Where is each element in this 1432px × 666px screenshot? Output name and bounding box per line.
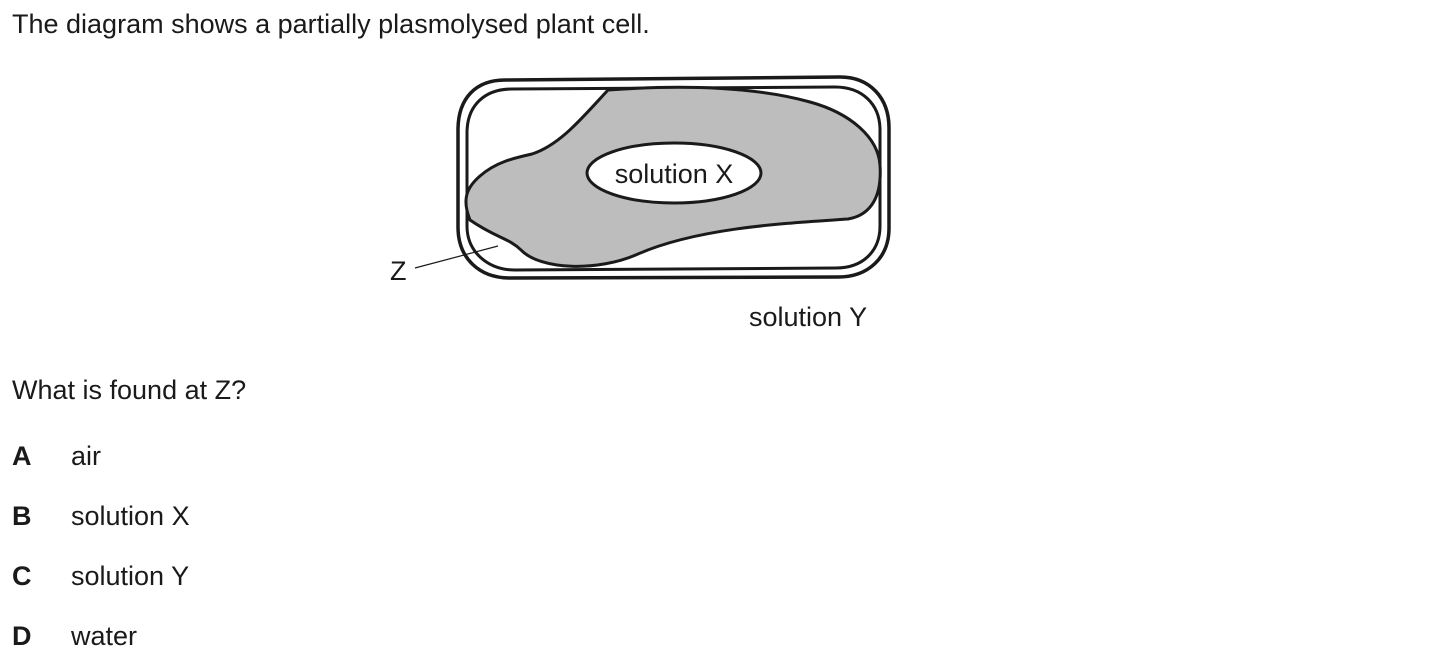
question-intro: The diagram shows a partially plasmolyse… [12,9,650,39]
solution-y-label: solution Y [749,302,867,332]
z-label: Z [390,256,407,286]
option-letter: C [12,561,32,591]
option-text: solution X [71,501,190,531]
option-letter: A [12,441,32,471]
option-text: water [71,621,138,651]
option-letter: D [12,621,32,651]
solution-x-label: solution X [615,159,734,189]
option-text: air [71,441,102,471]
option-text: solution Y [71,561,190,591]
question-text: What is found at Z? [12,375,247,405]
plant-cell-diagram: solution X Z solution Y [390,75,891,332]
cell-wall-outer [456,75,891,280]
option-letter: B [12,501,32,531]
z-pointer-line [414,245,499,269]
vacuole [585,141,763,205]
cell-wall-inner [465,85,882,272]
